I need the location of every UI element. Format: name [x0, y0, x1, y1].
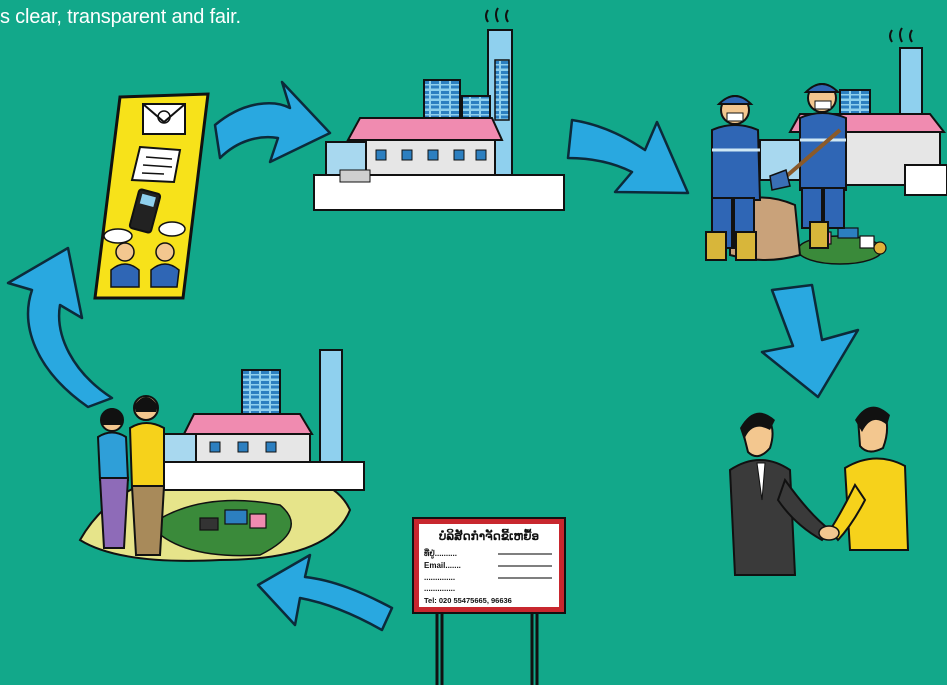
factory-illustration — [313, 7, 565, 211]
caption-text: s clear, transparent and fair. — [0, 6, 241, 28]
arrow-sign-to-inspection — [256, 553, 394, 632]
waste-collection-illustration — [705, 27, 947, 265]
document-icon — [130, 145, 182, 184]
arrow-report-to-factory — [213, 80, 332, 164]
report-channels-card — [93, 92, 210, 300]
sign-title: ບໍລິສັດກຳຈັດຂີ້ເຫຍື້ອ — [439, 528, 539, 543]
talking-people-icon — [103, 221, 186, 288]
arrow-inspection-to-report — [6, 246, 114, 409]
sign-line-3: .............. — [424, 573, 455, 582]
sign-line-4: .............. — [424, 584, 455, 593]
arrow-collection-to-agreement — [760, 283, 860, 399]
sign-phone: Tel: 020 55475665, 96636 — [424, 596, 512, 605]
handshake-illustration — [728, 406, 910, 576]
envelope-icon — [142, 103, 186, 135]
phone-icon — [128, 188, 162, 234]
public-notice-sign: ບໍລິສັດກຳຈັດຂີ້ເຫຍື້ອ ທີ່ຢູ່.......... E… — [412, 517, 566, 685]
site-inspection-illustration — [78, 349, 365, 562]
sign-line-2: Email....... — [424, 561, 461, 570]
sign-line-1: ທີ່ຢູ່.......... — [424, 548, 457, 560]
arrow-factory-to-collection — [566, 118, 690, 195]
